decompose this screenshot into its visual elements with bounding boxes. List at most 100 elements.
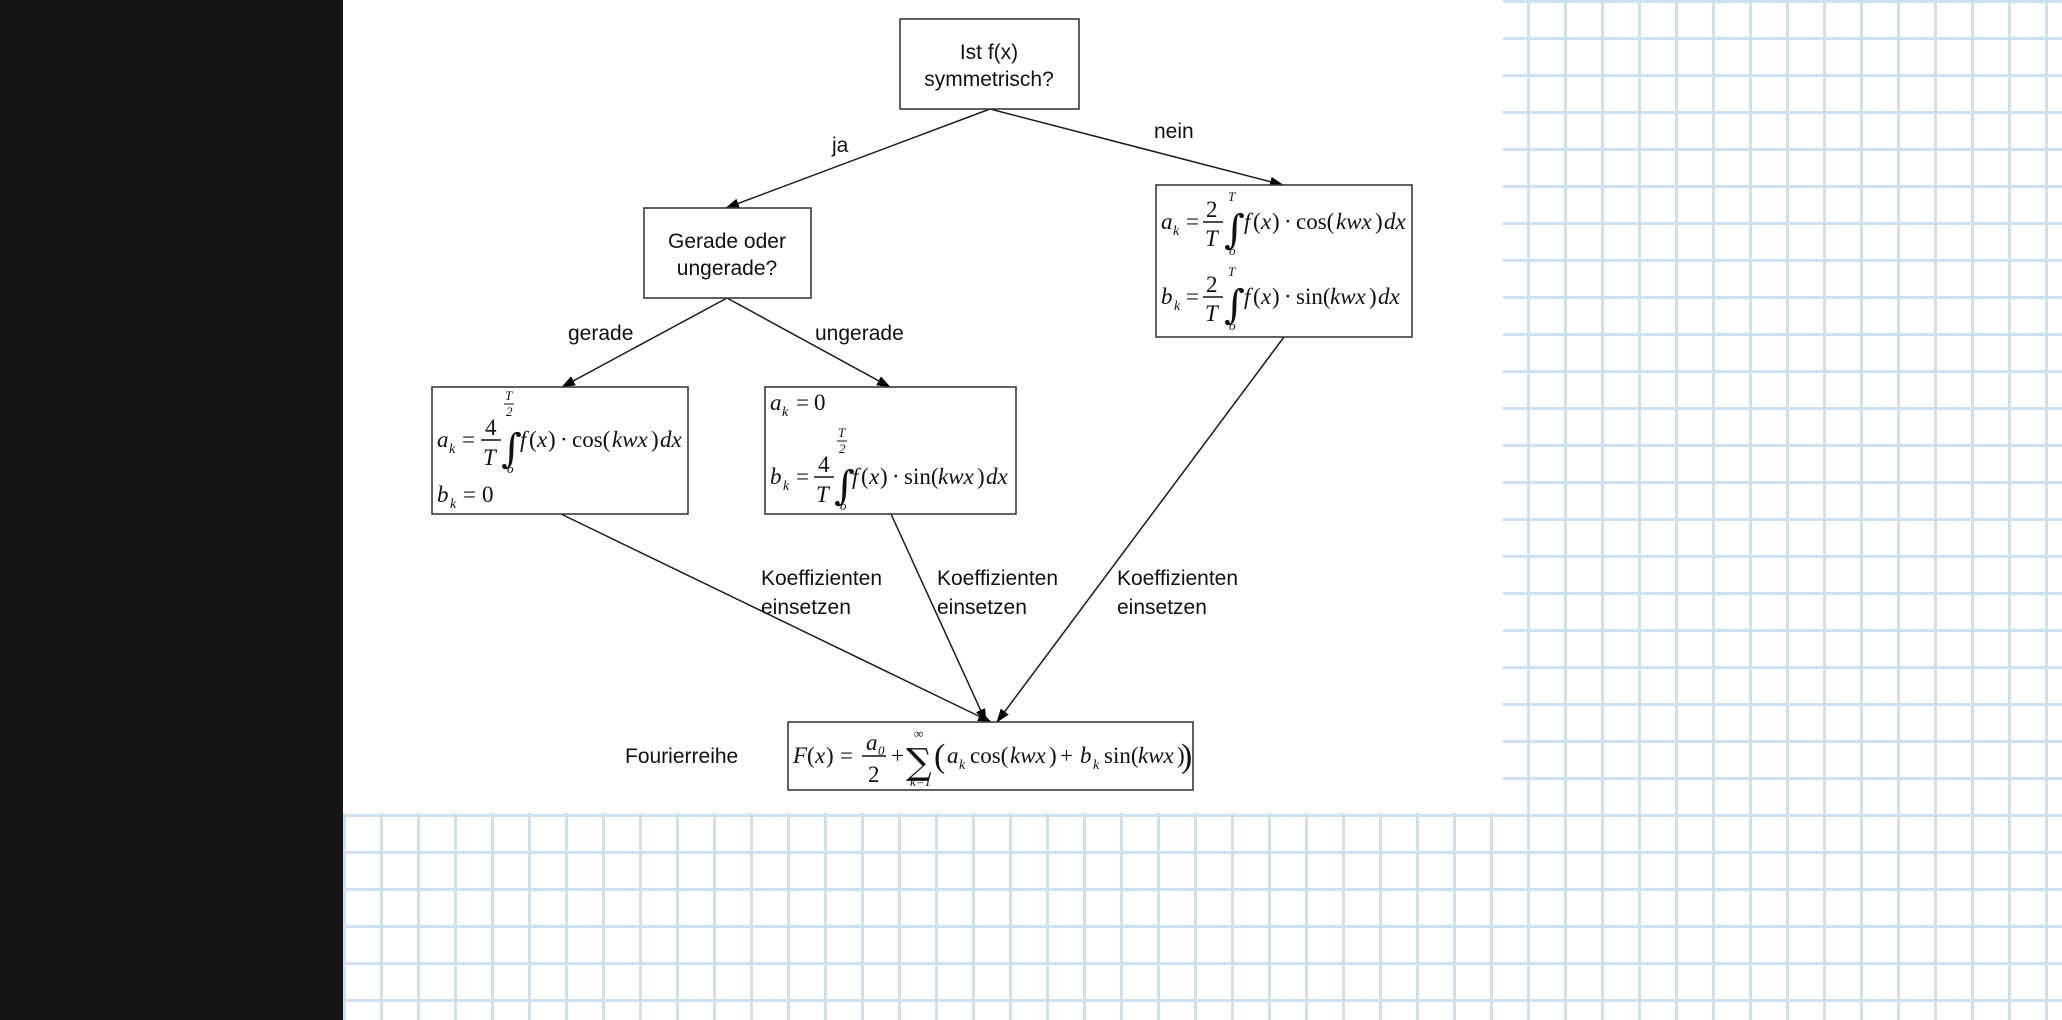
insert-label-line-2: einsetzen <box>937 596 1027 619</box>
edge-label-insert-odd: Koeffizienten einsetzen <box>937 567 1064 619</box>
svg-text:f: f <box>1244 284 1254 309</box>
svg-text:(: ( <box>1253 284 1261 309</box>
svg-text:4: 4 <box>818 452 830 477</box>
svg-text:f: f <box>520 427 530 452</box>
label-line: Ist f(x) <box>960 41 1018 64</box>
svg-text:∑: ∑ <box>906 742 932 783</box>
edge-label-nein: nein <box>1154 120 1194 143</box>
svg-text:x: x <box>1260 209 1272 234</box>
svg-text:T: T <box>1228 264 1236 279</box>
svg-text:a: a <box>866 730 878 755</box>
svg-text:∫: ∫ <box>501 426 522 472</box>
svg-text:): ) <box>1272 209 1280 234</box>
svg-text:=: = <box>796 390 809 415</box>
svg-text:=: = <box>1186 209 1199 234</box>
node-symmetry-question <box>899 18 1080 110</box>
svg-text:∫: ∫ <box>1224 207 1245 253</box>
svg-text:f: f <box>1244 209 1254 234</box>
svg-text:o: o <box>1229 243 1236 258</box>
svg-text:a: a <box>437 427 449 452</box>
svg-text:k=1: k=1 <box>910 774 931 789</box>
svg-text:cos(: cos( <box>970 743 1008 768</box>
edge-general-to-result <box>996 336 1285 723</box>
svg-text:dx: dx <box>1384 209 1407 234</box>
svg-text:k: k <box>1174 299 1181 314</box>
svg-text:): ) <box>1272 284 1280 309</box>
insert-label-line: Koeffizienten <box>761 567 882 590</box>
svg-text:·: · <box>560 427 568 452</box>
svg-text:(: ( <box>1253 209 1261 234</box>
svg-text:cos(: cos( <box>572 427 610 452</box>
svg-text:4: 4 <box>485 415 497 440</box>
svg-text:a: a <box>947 743 959 768</box>
svg-text:x: x <box>814 743 826 768</box>
svg-text:b: b <box>1080 743 1092 768</box>
dark-side-panel <box>0 0 343 1020</box>
svg-text:): ) <box>1177 743 1185 768</box>
svg-text:k: k <box>1173 224 1180 239</box>
edge-even-to-result <box>560 513 992 723</box>
svg-text:b: b <box>770 464 782 489</box>
svg-text:T: T <box>816 482 831 507</box>
svg-text:k: k <box>450 497 457 512</box>
svg-text:sin(: sin( <box>1296 284 1331 309</box>
label-line: Gerade oder <box>668 230 786 253</box>
svg-text:sin(: sin( <box>1104 743 1139 768</box>
svg-text:T: T <box>1205 301 1220 326</box>
svg-text:kwx: kwx <box>1336 209 1373 234</box>
edge-label-insert-even: Koeffizienten einsetzen <box>761 567 888 619</box>
svg-text:·: · <box>892 464 900 489</box>
svg-text:0: 0 <box>482 482 494 507</box>
svg-text:o: o <box>840 498 847 513</box>
svg-text:=: = <box>796 464 809 489</box>
svg-text:dx: dx <box>1378 284 1401 309</box>
svg-text:T: T <box>1205 226 1220 251</box>
svg-text:2: 2 <box>1206 197 1218 222</box>
svg-text:kwx: kwx <box>612 427 649 452</box>
svg-text:): ) <box>548 427 556 452</box>
edge-odd-to-result <box>890 513 987 723</box>
svg-text:): ) <box>1049 743 1057 768</box>
svg-text:): ) <box>1181 738 1192 775</box>
insert-label-line: Koeffizienten <box>1117 567 1238 590</box>
svg-text:): ) <box>1369 284 1377 309</box>
svg-text:): ) <box>651 427 659 452</box>
svg-text:kwx: kwx <box>938 464 975 489</box>
svg-text:kwx: kwx <box>1138 743 1175 768</box>
edge-even-odd-to-odd <box>726 297 891 388</box>
svg-text:o: o <box>1229 318 1236 333</box>
svg-text:dx: dx <box>660 427 683 452</box>
svg-text:): ) <box>880 464 888 489</box>
svg-text:x: x <box>1260 284 1272 309</box>
svg-text:=: = <box>463 482 476 507</box>
svg-text:2: 2 <box>506 404 513 419</box>
svg-text:=: = <box>462 427 475 452</box>
svg-text:b: b <box>437 482 449 507</box>
edge-label-gerade: gerade <box>568 322 633 345</box>
svg-text:(: ( <box>934 738 945 775</box>
svg-text:T: T <box>483 445 498 470</box>
svg-text:k: k <box>1093 758 1100 773</box>
svg-text:·: · <box>1284 284 1292 309</box>
svg-text:): ) <box>1375 209 1383 234</box>
insert-label-line-2: einsetzen <box>1117 596 1207 619</box>
node-even-odd-question <box>643 207 812 299</box>
svg-text:): ) <box>826 743 834 768</box>
insert-label-line: Koeffizienten <box>937 567 1058 590</box>
svg-text:a: a <box>770 390 782 415</box>
svg-text:F: F <box>792 743 808 768</box>
fourier-series-label: Fourierreihe <box>625 745 738 768</box>
svg-text:k: k <box>783 479 790 494</box>
edge-label-ungerade: ungerade <box>815 322 904 345</box>
svg-text:k: k <box>449 442 456 457</box>
svg-text:0: 0 <box>878 743 885 758</box>
svg-text:+: + <box>891 743 904 768</box>
svg-text:∫: ∫ <box>1224 282 1245 328</box>
